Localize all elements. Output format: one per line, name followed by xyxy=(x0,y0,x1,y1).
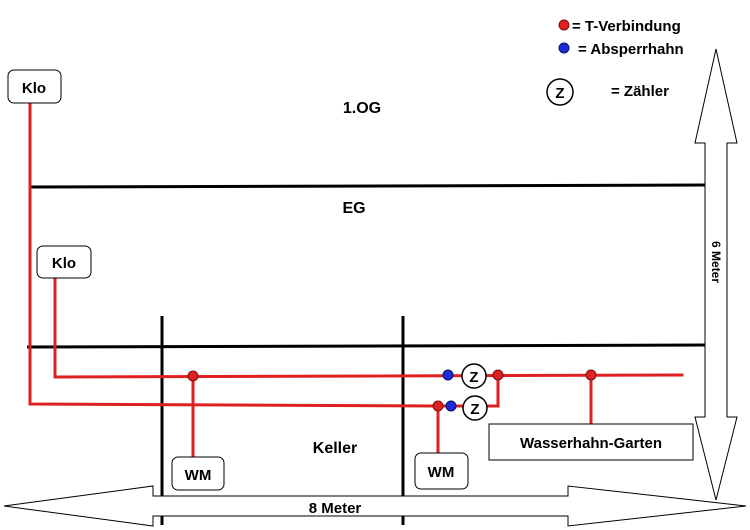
fixture-garden-tap-box xyxy=(488,423,694,461)
t-connection-wm-right xyxy=(432,400,444,412)
legend-meter-label: = Zähler xyxy=(611,83,669,100)
shutoff-valve-upper xyxy=(442,369,454,381)
legend-meter-symbol: Z xyxy=(555,85,564,102)
meter-upper-label: Z xyxy=(469,369,478,386)
legend-t-connection-label: = T-Verbindung xyxy=(572,18,681,35)
fixture-klo-ground-box xyxy=(36,245,92,279)
pipe-klo-upper xyxy=(28,101,440,408)
fixture-garden-tap-label: Wasserhahn-Garten xyxy=(520,435,662,452)
floor-label-1og: 1.OG xyxy=(343,100,381,117)
fixture-wm-right-label: WM xyxy=(428,464,455,481)
legend-shutoff-valve-label: = Absperrhahn xyxy=(578,41,684,58)
floor-label-eg: EG xyxy=(342,200,365,217)
fixture-wm-left-box xyxy=(171,456,225,491)
pipe-riser xyxy=(486,373,500,408)
t-connection-riser xyxy=(492,369,504,381)
dimension-label-width: 8 Meter xyxy=(309,500,362,517)
meter-lower-circle xyxy=(462,395,488,421)
floor-label-keller: Keller xyxy=(313,440,357,457)
fixture-klo-upper-label: Klo xyxy=(22,80,46,97)
floor-line-keller xyxy=(26,343,709,349)
legend-meter-circle xyxy=(546,78,574,106)
dimension-arrow-width xyxy=(3,485,747,527)
shutoff-valve-lower xyxy=(445,400,457,412)
dimension-arrow-height xyxy=(694,48,738,501)
meter-upper-circle xyxy=(461,363,487,389)
fixture-klo-ground-label: Klo xyxy=(52,255,76,272)
fixture-wm-left-label: WM xyxy=(185,467,212,484)
pipe-klo-ground xyxy=(53,276,684,379)
fixture-wm-right-box xyxy=(414,452,469,490)
fixture-klo-upper-box xyxy=(7,69,62,104)
meter-lower-label: Z xyxy=(470,401,479,418)
t-connection-garden xyxy=(585,369,597,381)
dimension-label-height: 6 Meter xyxy=(709,241,723,283)
legend-shutoff-valve-dot xyxy=(558,42,570,54)
legend-t-connection-dot xyxy=(558,19,570,31)
floor-line-eg xyxy=(29,183,709,189)
t-connection-wm-left xyxy=(187,370,199,382)
